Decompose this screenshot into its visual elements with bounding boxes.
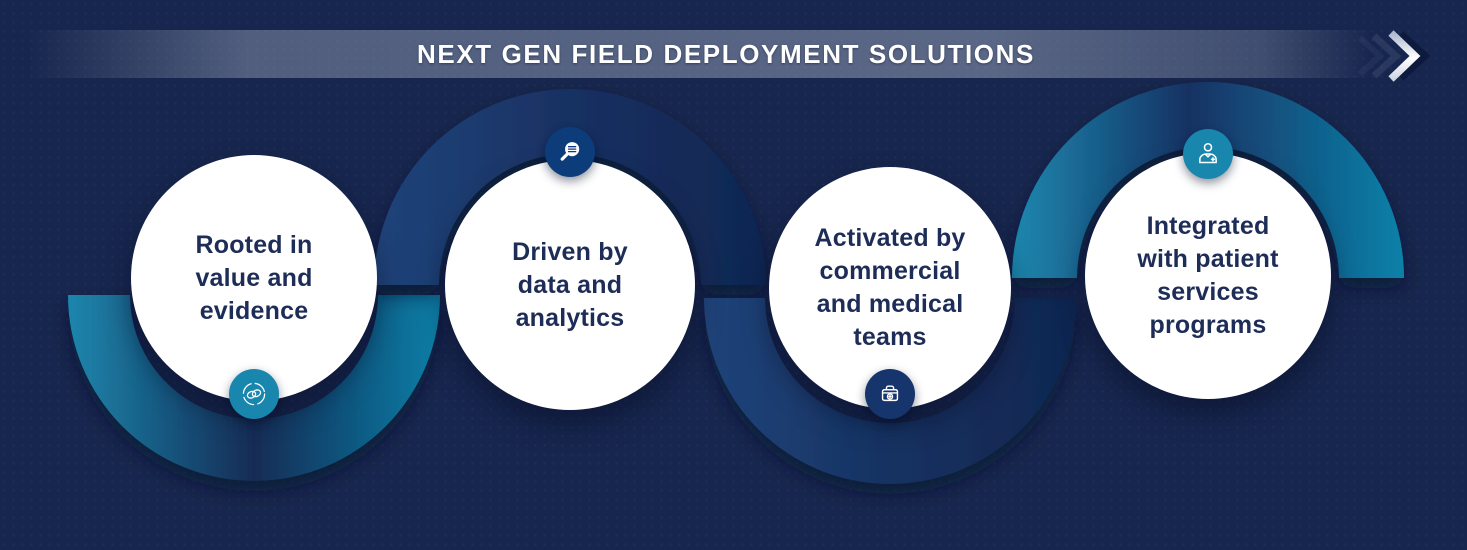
step-label-4: Integrated with patient services program… xyxy=(1137,212,1279,339)
step-circle-3: Activated by commercial and medical team… xyxy=(769,167,1011,409)
step-label-2: Driven by data and analytics xyxy=(512,237,628,332)
step-circle-4: Integrated with patient services program… xyxy=(1085,153,1331,399)
arc-step-3 xyxy=(704,298,1076,484)
value-evidence-badge xyxy=(229,369,279,419)
medical-kit-icon xyxy=(881,385,899,402)
step-circle-2: Driven by data and analytics xyxy=(445,160,695,410)
page-title: NEXT GEN FIELD DEPLOYMENT SOLUTIONS xyxy=(417,38,1035,69)
step-label-1: Rooted in value and evidence xyxy=(195,230,313,325)
next-arrow-icon[interactable] xyxy=(1330,18,1460,92)
arc-step-4 xyxy=(1012,82,1404,278)
step-circle-1: Rooted in value and evidence xyxy=(131,155,377,401)
data-analytics-badge xyxy=(545,127,595,177)
step-label-3: Activated by commercial and medical team… xyxy=(814,224,966,351)
patient-services-badge xyxy=(1183,129,1233,179)
title-banner: NEXT GEN FIELD DEPLOYMENT SOLUTIONS xyxy=(0,30,1372,78)
arc-step-1 xyxy=(68,295,440,481)
data-analytics-magnifier-icon xyxy=(560,142,580,161)
patient-person-icon xyxy=(1199,142,1217,164)
value-evidence-icon xyxy=(242,382,266,406)
medical-kit-badge xyxy=(865,369,915,419)
arc-step-2 xyxy=(374,89,766,285)
